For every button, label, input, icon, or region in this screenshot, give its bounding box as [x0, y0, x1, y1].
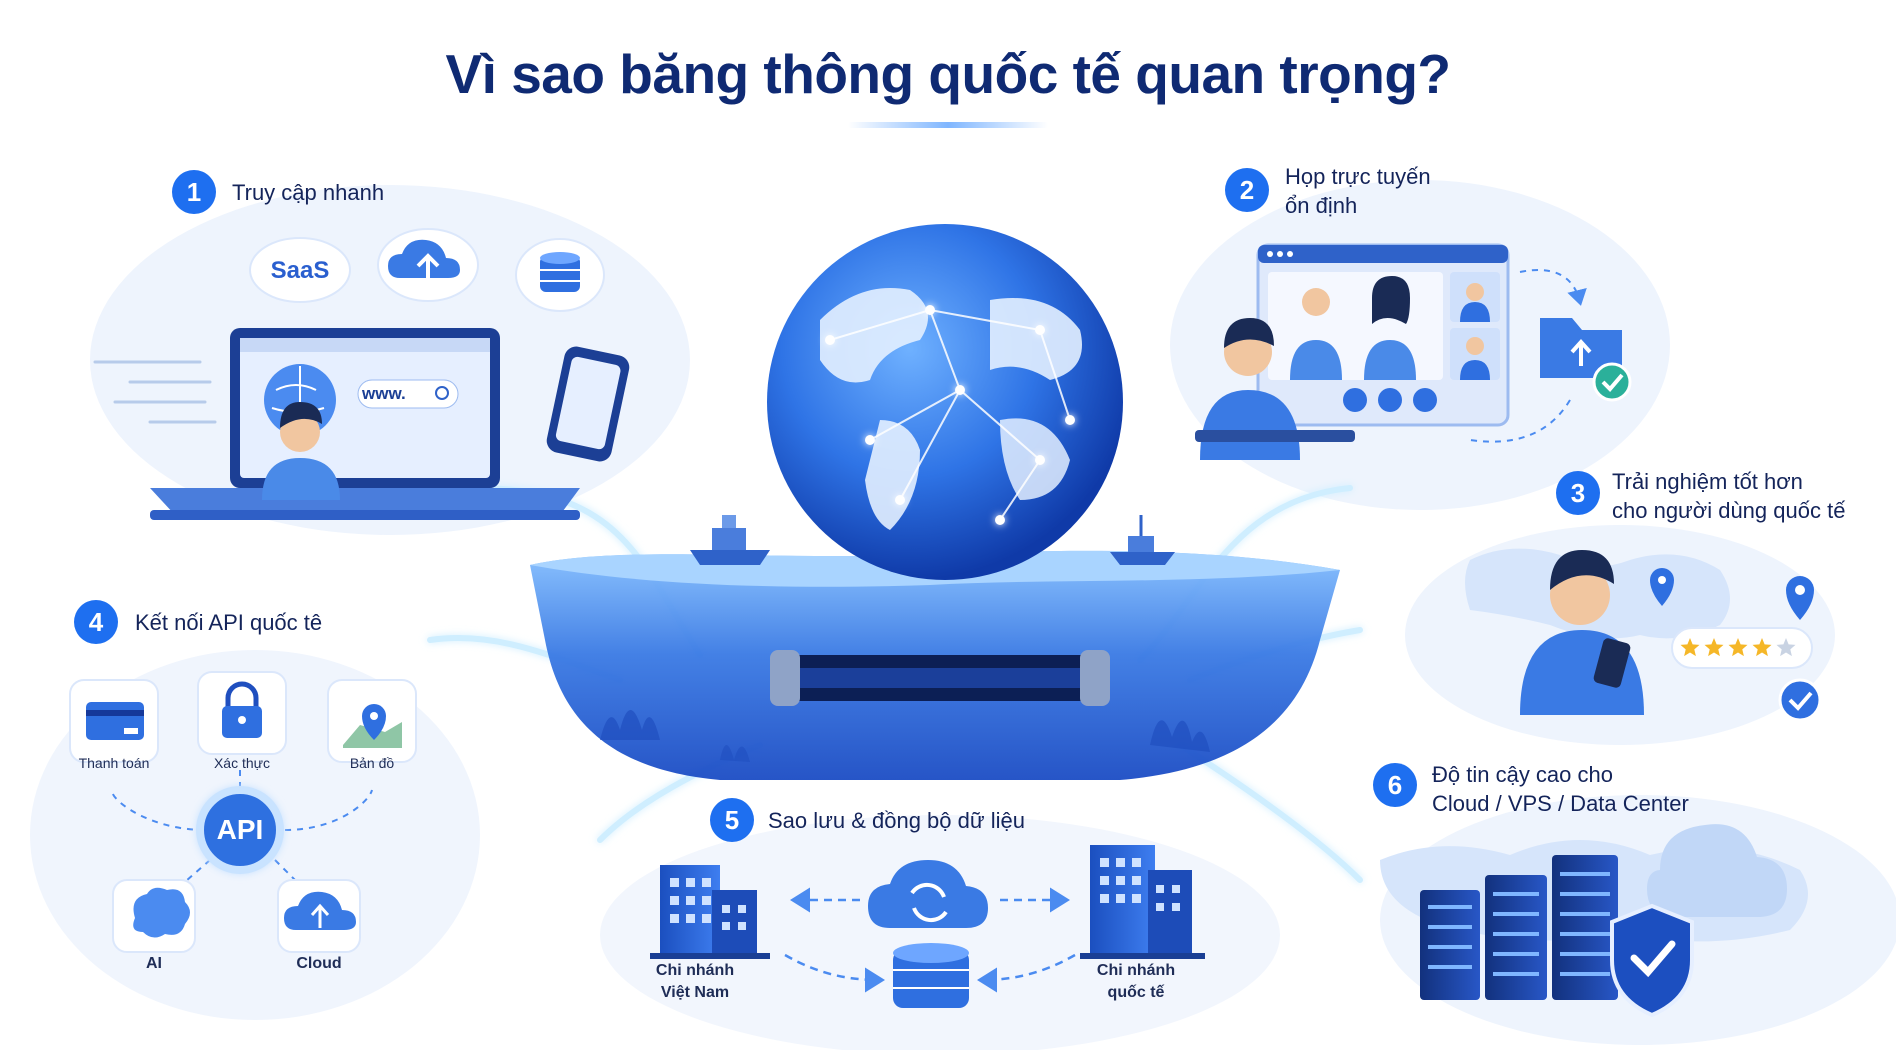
section-4-title: Kết nối API quốc tê [135, 610, 323, 635]
section-6-title-line1: Độ tin cậy cao cho [1432, 762, 1613, 787]
section-3-title: Trải nghiệm tốt hơn cho người dùng quốc … [1612, 467, 1845, 525]
saas-bubble [249, 237, 351, 303]
building-icon [1080, 845, 1205, 959]
undersea-cable-icon [770, 650, 1110, 706]
star-icon [1704, 638, 1724, 657]
section-6-number: 6 [1387, 770, 1403, 800]
database-icon [515, 238, 605, 312]
section-4-number: 4 [88, 607, 104, 637]
branch-vietnam-label: Chi nhánh Việt Nam [645, 960, 745, 1004]
branch-vietnam-line2: Việt Nam [660, 984, 730, 1001]
api-hub [196, 786, 284, 874]
building-icon [650, 865, 770, 959]
map-pin-icon [1786, 576, 1814, 620]
url-text: www. [362, 384, 406, 403]
globe-icon [767, 224, 1123, 580]
map-icon [327, 679, 417, 763]
section-3-title-line1: Trải nghiệm tốt hơn [1612, 469, 1803, 494]
api-hub-label: API [216, 814, 264, 845]
section-5-graphics [650, 845, 1205, 1008]
section-4-graphics [69, 671, 417, 953]
credit-card-icon [69, 679, 159, 763]
node-label-cloud: Cloud [296, 955, 342, 972]
section-5-number: 5 [724, 805, 740, 835]
branch-international-line2: quốc tế [1107, 984, 1165, 1001]
section-2-title-line2: ổn định [1285, 193, 1358, 218]
ship-icon [690, 515, 770, 565]
star-icon [1776, 638, 1796, 657]
page-title: Vì sao băng thông quốc tế quan trọng? [445, 43, 1451, 105]
video-call-icon [1195, 243, 1510, 460]
sync-icon [868, 860, 988, 928]
section-3-title-line2: cho người dùng quốc tế [1612, 498, 1846, 523]
section-6-graphics [1380, 824, 1808, 1018]
star-icon [1680, 638, 1700, 657]
server-icon [1420, 855, 1618, 1000]
cloud-icon [277, 879, 361, 953]
check-icon [1592, 362, 1632, 402]
ship-icon [1110, 515, 1175, 565]
branch-international-label: Chi nhánh quốc tế [1086, 960, 1186, 1004]
node-label-ai: AI [146, 955, 162, 972]
map-pin-icon [1650, 568, 1674, 606]
section-6-title: Độ tin cậy cao cho Cloud / VPS / Data Ce… [1432, 760, 1689, 818]
section-1-title: Truy cập nhanh [232, 180, 385, 205]
check-icon [1778, 678, 1822, 722]
laptop-icon [150, 328, 580, 520]
section-3-number: 3 [1570, 478, 1586, 508]
section-6-title-line2: Cloud / VPS / Data Center [1432, 791, 1689, 816]
node-label-auth: Xác thực [213, 755, 271, 771]
section-5-title: Sao lưu & đồng bộ dữ liệu [768, 808, 1025, 833]
smartphone-icon [546, 346, 630, 462]
number-badges [74, 168, 1600, 842]
cloud-upload-icon [377, 228, 479, 302]
section-2-title: Họp trực tuyến ổn định [1285, 162, 1431, 220]
star-icon [1752, 638, 1772, 657]
section-3-graphics [1465, 548, 1822, 722]
lock-icon [197, 671, 287, 755]
branch-international-line1: Chi nhánh [1096, 962, 1176, 979]
saas-label: SaaS [270, 257, 330, 284]
section-2-title-line1: Họp trực tuyến [1285, 164, 1431, 189]
shield-check-icon [1610, 903, 1694, 1018]
section-2-number: 2 [1239, 175, 1255, 205]
node-label-map: Bản đồ [349, 755, 395, 771]
brain-icon [112, 879, 196, 953]
folder-upload-icon [1469, 269, 1622, 443]
section-1-graphics [93, 228, 630, 520]
node-label-payment: Thanh toán [78, 755, 150, 771]
database-icon [893, 943, 969, 1008]
ocean-cable-scene [530, 515, 1340, 780]
title-underline [848, 122, 1048, 128]
section-1-number: 1 [186, 177, 202, 207]
branch-vietnam-line1: Chi nhánh [655, 962, 735, 979]
star-rating [1680, 638, 1796, 657]
star-icon [1728, 638, 1748, 657]
